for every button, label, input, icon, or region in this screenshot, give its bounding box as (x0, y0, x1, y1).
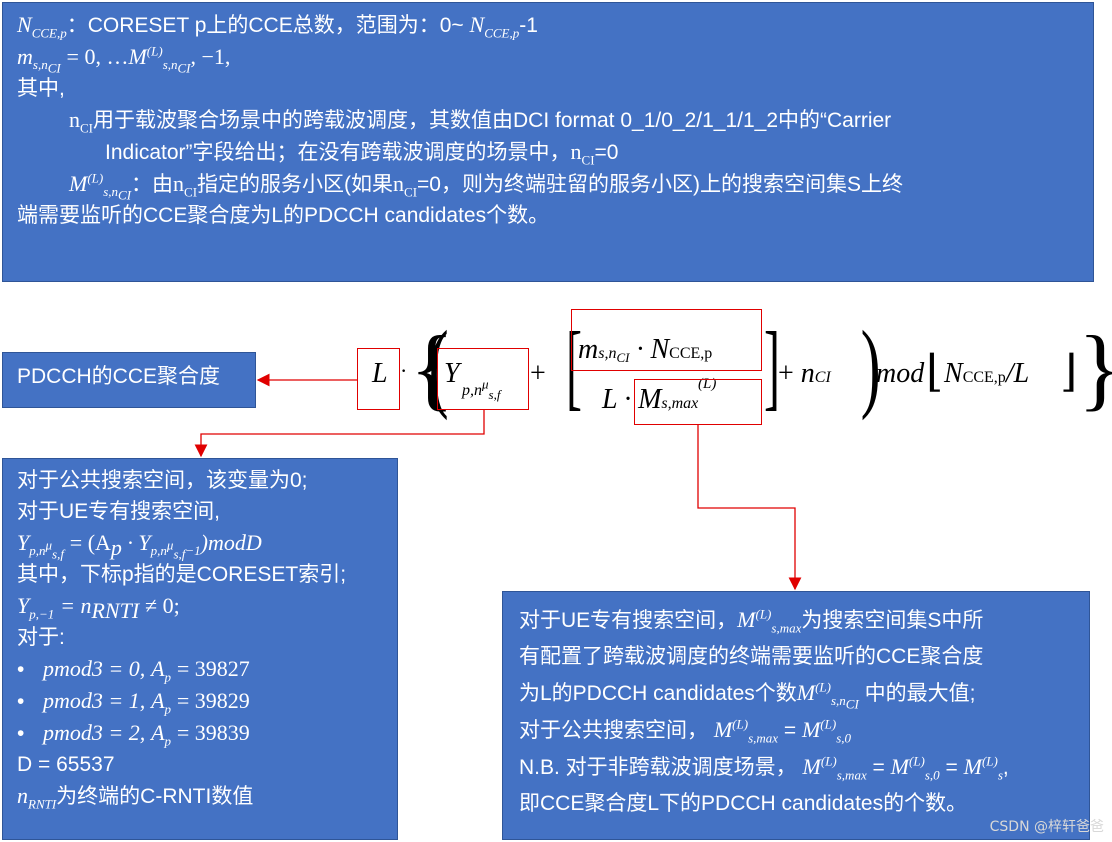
right-line-1: 对于UE专有搜索空间，M(L)s,max为搜索空间集S中所 (519, 606, 984, 636)
formula-Y: Y (444, 358, 460, 389)
bullet-item: •pmod3 = 0, Ap = 39827 (17, 656, 250, 685)
bullet-item: •pmod3 = 2, Ap = 39839 (17, 720, 250, 749)
left-line-2: 对于UE专有搜索空间, (17, 500, 221, 523)
highlight-M-max (634, 379, 762, 425)
top-line-2: ms,nCI = 0, …M(L)s,nCI, −1, (17, 43, 231, 76)
top-line-4: nCI用于载波聚合场景中的跨载波调度，其数值由DCI format 0_1/0_… (69, 107, 892, 136)
bullet-item: •pmod3 = 1, Ap = 39829 (17, 688, 250, 717)
top-line-6: M(L)s,nCI：由nCI指定的服务小区(如果nCI=0，则为终端驻留的服务小… (69, 170, 903, 203)
formula-plus-nci: + nCI (778, 358, 831, 389)
left-line-8: nRNTI为终端的C-RNTI数值 (17, 783, 254, 812)
right-line-2: 有配置了跨载波调度的终端需要监听的CCE聚合度 (519, 645, 984, 668)
highlight-Y (437, 348, 529, 410)
aggregation-level-box: PDCCH的CCE聚合度 (2, 352, 256, 408)
formula-floor-close: ] (763, 312, 780, 419)
formula-floor2-close: ⌋ (1060, 347, 1078, 396)
formula-L: L (372, 358, 388, 389)
top-line-7: 端需要监听的CCE聚合度为L的PDCCH candidates个数。 (17, 204, 550, 227)
m-max-box: 对于UE专有搜索空间，M(L)s,max为搜索空间集S中所 有配置了跨载波调度的… (502, 591, 1090, 840)
left-line-5: Yp,−1 = nRNTI ≠ 0; (17, 593, 180, 624)
aggregation-level-label: PDCCH的CCE聚合度 (17, 365, 221, 388)
formula-paren-open: ( (428, 310, 449, 421)
y-variable-box: 对于公共搜索空间，该变量为0; 对于UE专有搜索空间, Yp,nμs,f = (… (2, 458, 398, 840)
definitions-box: NCCE,p：CORESET p上的CCE总数，范围为：0~ NCCE,p-1 … (2, 2, 1094, 282)
search-space-formula: L · { ( Y p,nμs,f + [ ms,nCI · NCCE,p L … (360, 300, 1112, 450)
left-line-6: 对于: (17, 626, 65, 649)
formula-brace-open: { (410, 317, 455, 419)
right-line-4: 对于公共搜索空间， M(L)s,max = M(L)s,0 (519, 716, 851, 746)
arrow-M-to-right-box (697, 425, 802, 591)
formula-brace-close: } (1078, 322, 1112, 414)
formula-denominator: L · Ms,max (602, 384, 699, 415)
highlight-numerator (571, 309, 762, 371)
formula-mod: mod (876, 358, 925, 389)
formula-floor2-open: ⌊ (926, 347, 944, 396)
left-line-3: Yp,nμs,f = (Ap · Yp,nμs,f−1)modD (17, 530, 262, 562)
formula-denominator-sup: (L) (698, 376, 717, 392)
formula-floor-open: [ (565, 312, 582, 419)
right-line-5: N.B. 对于非跨载波调度场景， M(L)s,max = M(L)s,0 = M… (519, 753, 1009, 783)
left-line-4: 其中，下标p指的是CORESET索引; (17, 563, 347, 586)
left-line-7: D = 65537 (17, 753, 115, 776)
top-line-1: NCCE,p：CORESET p上的CCE总数，范围为：0~ NCCE,p-1 (17, 12, 538, 41)
watermark: CSDN @梓轩爸爸 (989, 819, 1104, 835)
formula-plus: + (530, 358, 546, 389)
top-line-3: 其中, (17, 77, 65, 100)
right-line-6: 即CCE聚合度L下的PDCCH candidates的个数。 (519, 792, 968, 815)
highlight-L (357, 348, 400, 410)
arrow-Y-to-left-box (194, 410, 485, 458)
top-line-5: Indicator”字段给出；在没有跨载波调度的场景中，nCI=0 (105, 139, 619, 168)
left-line-1: 对于公共搜索空间，该变量为0; (17, 469, 308, 492)
formula-dot: · (400, 358, 408, 383)
formula-paren-close: ) (860, 310, 881, 421)
formula-n-cce: NCCE,p/L (944, 358, 1030, 389)
formula-Y-sub: p,nμs,f (462, 376, 501, 403)
right-line-3: 为L的PDCCH candidates个数M(L)s,nCI 中的最大值; (519, 679, 976, 712)
formula-numerator: ms,nCI · NCCE,p (578, 334, 713, 366)
